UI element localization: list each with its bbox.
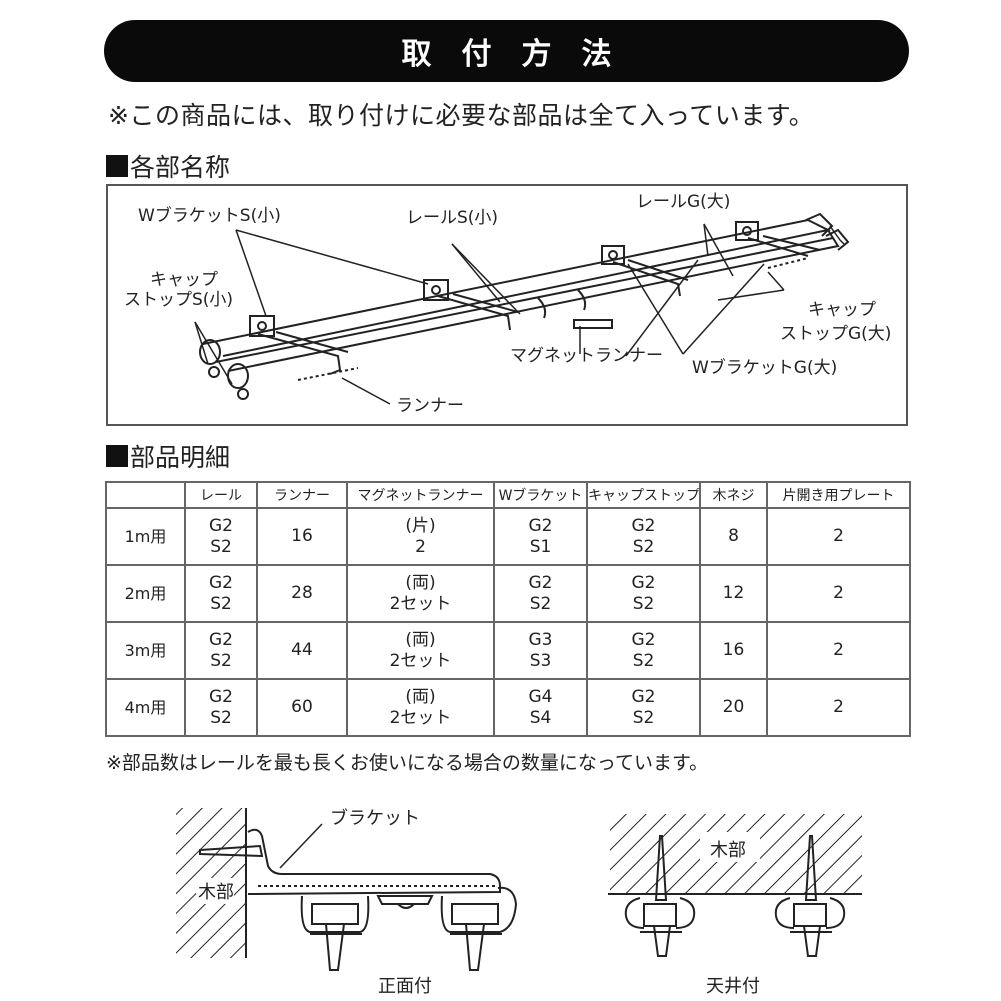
curtain-rail-illustration: [194, 212, 850, 405]
section-heading-text: 各部名称: [130, 153, 231, 182]
ceiling-mount-illustration: [608, 814, 862, 957]
section-heading-part-names: 各部名称: [106, 148, 230, 184]
cell-size: 4m用: [105, 678, 186, 737]
cell-wood-screw: 16: [699, 621, 768, 680]
label-wood-part: 木部: [198, 882, 234, 903]
label-bracket: ブラケット: [330, 808, 420, 829]
column-header-runner: ランナー: [256, 481, 348, 509]
label-rail-g: レールG(大): [636, 192, 731, 212]
label-cap-stop-s-line2: ストップS(小): [124, 290, 234, 310]
label-runner: ランナー: [396, 396, 464, 416]
label-cap-stop-g-line2: ストップG(大): [780, 324, 892, 344]
cell-wood-screw: 20: [699, 678, 768, 737]
label-magnet-runner: マグネットランナー: [510, 346, 663, 366]
parts-table: レール ランナー マグネットランナー Wブラケット キャップストップ 木ネジ 片…: [105, 481, 911, 737]
column-header: [105, 481, 186, 509]
cell-runner: 44: [256, 621, 348, 680]
label-cap-stop-s-line1: キャップ: [150, 270, 218, 290]
cell-magnet-runner: (片)2: [346, 507, 495, 566]
page-title: 取付方法: [401, 37, 642, 72]
cell-plate: 2: [766, 507, 911, 566]
front-mount-diagram: ブラケット 木部 正面付: [170, 800, 540, 1000]
label-rail-s: レールS(小): [406, 208, 499, 228]
cell-magnet-runner: (両)2セット: [346, 564, 495, 623]
section-heading-text: 部品明細: [130, 443, 231, 472]
label-w-bracket-s: WブラケットS(小): [138, 206, 281, 226]
column-header-cap-stop: キャップストップ: [586, 481, 701, 509]
cell-size: 1m用: [105, 507, 186, 566]
label-w-bracket-g: WブラケットG(大): [692, 358, 838, 378]
label-cap-stop-g-line1: キャップ: [808, 300, 876, 320]
parts-diagram: WブラケットS(小) レールS(小) レールG(大) キャップ ストップS(小)…: [106, 184, 908, 426]
cell-runner: 60: [256, 678, 348, 737]
column-header-wood-screw: 木ネジ: [699, 481, 768, 509]
caption-front-mount: 正面付: [378, 976, 432, 997]
contents-notice: ※この商品には、取り付けに必要な部品は全て入っています。: [108, 101, 815, 130]
cell-size: 3m用: [105, 621, 186, 680]
section-heading-parts-list: 部品明細: [106, 438, 230, 474]
cell-wood-screw: 12: [699, 564, 768, 623]
cell-plate: 2: [766, 678, 911, 737]
title-banner: 取付方法: [104, 20, 909, 82]
table-header-row: レール ランナー マグネットランナー Wブラケット キャップストップ 木ネジ 片…: [105, 481, 911, 509]
parts-footnote: ※部品数はレールを最も長くお使いになる場合の数量になっています。: [106, 752, 709, 774]
cell-plate: 2: [766, 564, 911, 623]
cell-runner: 16: [256, 507, 348, 566]
cell-magnet-runner: (両)2セット: [346, 621, 495, 680]
column-header-plate: 片開き用プレート: [766, 481, 911, 509]
column-header-w-bracket: Wブラケット: [493, 481, 588, 509]
front-mount-illustration: [176, 808, 518, 971]
cell-magnet-runner: (両)2セット: [346, 678, 495, 737]
cell-size: 2m用: [105, 564, 186, 623]
cell-plate: 2: [766, 621, 911, 680]
square-bullet-icon: [106, 445, 128, 467]
column-header-magnet-runner: マグネットランナー: [346, 481, 495, 509]
cell-wood-screw: 8: [699, 507, 768, 566]
cell-runner: 28: [256, 564, 348, 623]
column-header-rail: レール: [184, 481, 258, 509]
ceiling-mount-diagram: 木部 天井付: [600, 800, 870, 1000]
square-bullet-icon: [106, 155, 128, 177]
label-wood-part: 木部: [710, 840, 746, 861]
caption-ceiling-mount: 天井付: [706, 976, 760, 997]
